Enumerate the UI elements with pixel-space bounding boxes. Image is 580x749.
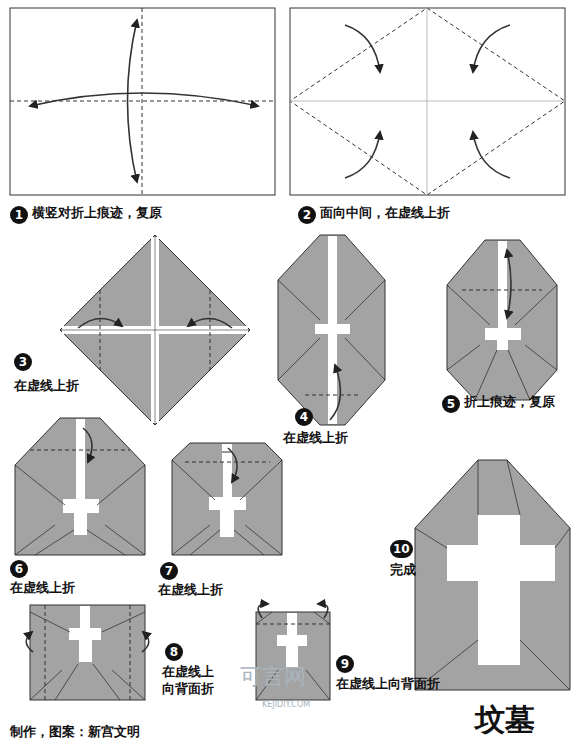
credit-text: 制作，图案：新宫文明 — [10, 724, 140, 741]
watermark: KEJIDIY.COM — [262, 700, 310, 709]
step-instruction: 完成 — [390, 562, 416, 579]
step-number: 4 — [295, 408, 313, 426]
step-number: 10 — [390, 540, 413, 558]
watermark: 可言网 — [240, 662, 306, 692]
step-number: 3 — [14, 353, 32, 371]
step-number: 8 — [165, 643, 183, 661]
diagram-title: 坟墓 — [475, 700, 535, 741]
step-instruction: 在虚线上折 — [283, 430, 348, 447]
step-instruction: 横竖对折上痕迹，复原 — [32, 205, 162, 222]
step-number: 1 — [10, 206, 28, 224]
step-number: 2 — [298, 206, 316, 224]
step-number: 6 — [10, 560, 28, 578]
step-instruction: 在虚线上折 — [14, 378, 79, 395]
step-instruction: 在虚线上向背面折 — [336, 676, 440, 693]
step-instruction: 面向中间，在虚线上折 — [320, 205, 450, 222]
step-number: 9 — [336, 655, 354, 673]
paper-square — [10, 8, 275, 195]
step-number: 5 — [442, 395, 460, 413]
step-instruction: 在虚线上折 — [10, 580, 75, 597]
step-number: 7 — [160, 562, 178, 580]
step-instruction: 折上痕迹，复原 — [464, 394, 555, 411]
paper-square — [290, 8, 565, 195]
step-instruction: 在虚线上 向背面折 — [162, 664, 230, 698]
step-instruction: 在虚线上折 — [158, 582, 223, 599]
